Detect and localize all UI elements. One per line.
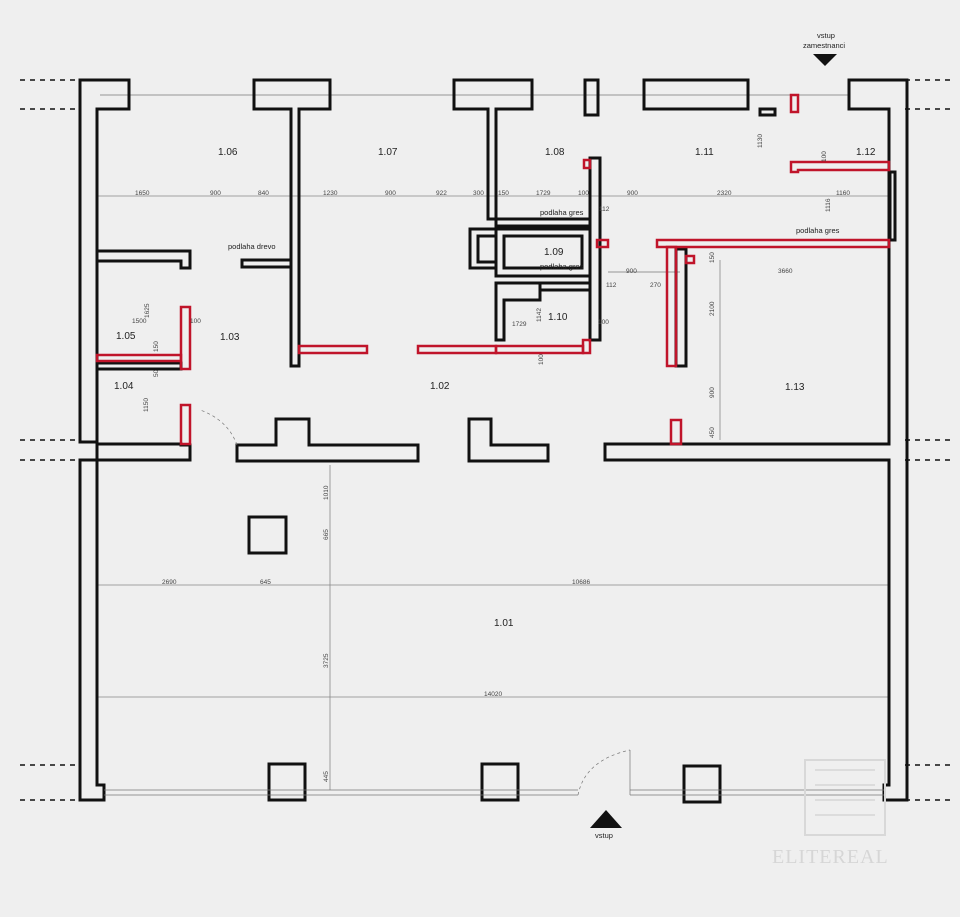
- dimension: 900: [626, 268, 637, 275]
- dimension: 100: [578, 190, 589, 197]
- dimension: 50: [153, 369, 160, 377]
- exterior-extension-lines: [20, 79, 955, 801]
- staff-entrance-arrow-icon: [813, 54, 837, 66]
- dimension: 100: [190, 318, 201, 325]
- room-numbers: 1.01 1.02 1.03 1.04 1.05 1.06 1.07 1.08 …: [114, 147, 876, 629]
- dimension: 900: [709, 387, 716, 398]
- room-1-04: 1.04: [114, 381, 134, 392]
- dimension: 3725: [323, 653, 330, 668]
- dimension: 100: [538, 354, 545, 365]
- dimension: 112: [606, 282, 617, 289]
- dimension: 1729: [536, 190, 551, 197]
- dimension: 1150: [143, 398, 150, 412]
- dimension: 2100: [709, 301, 716, 316]
- room-1-08: 1.08: [545, 147, 565, 158]
- dimension: 270: [650, 282, 661, 289]
- entrance-arrow-icon: [590, 810, 622, 828]
- room-1-02: 1.02: [430, 381, 450, 392]
- room-1-05: 1.05: [116, 331, 136, 342]
- dimension: 1130: [757, 134, 764, 148]
- dimension-lines: [97, 94, 890, 790]
- floor-tile-label-2: podlaha gres: [540, 262, 584, 271]
- dimension: 2320: [717, 190, 732, 197]
- room-1-01: 1.01: [494, 618, 514, 629]
- dimension: 645: [260, 579, 271, 586]
- dimension: 1650: [135, 190, 150, 197]
- watermark: ELITEREAL: [772, 759, 889, 868]
- dimension: 665: [323, 529, 330, 540]
- dimension: 1625: [144, 303, 151, 318]
- room-1-09: 1.09: [544, 247, 564, 258]
- dimension: 150: [498, 190, 509, 197]
- dimension-values: 1130 100 1160 1116 3660 150 2100 900 450…: [132, 134, 850, 782]
- dimension: 922: [436, 190, 447, 197]
- dimension: 900: [627, 190, 638, 197]
- dimension: 900: [210, 190, 221, 197]
- room-1-07: 1.07: [378, 147, 398, 158]
- dimension: 1230: [323, 190, 338, 197]
- staff-entrance-label-1: vstup: [817, 31, 835, 40]
- dimension: 1116: [825, 198, 832, 212]
- storefront-glazing: [104, 409, 884, 796]
- dimension: 1500: [132, 318, 147, 325]
- columns: [247, 515, 722, 804]
- dimension: 112: [599, 206, 610, 213]
- dimension: 450: [709, 427, 716, 438]
- dimension: 445: [323, 771, 330, 782]
- top-dimension-values: 1650 900 840 1230 900 922 300 150 1729 1…: [135, 190, 732, 197]
- floor-tile-label-1: podlaha gres: [540, 208, 584, 217]
- floor-wood-label: podlaha drevo: [228, 242, 276, 251]
- dimension: 1160: [836, 190, 850, 197]
- floor-tile-label-3: podlaha gres: [796, 226, 840, 235]
- dimension: 300: [473, 190, 484, 197]
- dimension: 2690: [162, 579, 177, 586]
- dimension: 14020: [484, 691, 502, 698]
- dimension: 1729: [512, 321, 527, 328]
- entrance-label: vstup: [595, 831, 613, 840]
- dimension: 10686: [572, 579, 590, 586]
- room-1-12: 1.12: [856, 147, 876, 158]
- dimension: 100: [821, 151, 828, 162]
- staff-entrance-label-2: zamestnanci: [803, 41, 845, 50]
- dimension: 1142: [536, 308, 543, 322]
- room-1-06: 1.06: [218, 147, 238, 158]
- dimension: 3660: [778, 268, 793, 275]
- dimension: 150: [153, 341, 160, 352]
- dimension: 150: [709, 252, 716, 263]
- room-1-13: 1.13: [785, 382, 805, 393]
- room-1-03: 1.03: [220, 332, 240, 343]
- dimension: 100: [598, 319, 609, 326]
- dimension: 840: [258, 190, 269, 197]
- room-1-11: 1.11: [695, 147, 714, 158]
- watermark-text: ELITEREAL: [772, 846, 889, 868]
- dimension: 900: [385, 190, 396, 197]
- floor-labels: podlaha drevo podlaha gres podlaha gres …: [228, 31, 845, 840]
- room-1-10: 1.10: [548, 312, 568, 323]
- new-walls: [95, 93, 891, 446]
- dimension: 1010: [323, 485, 330, 500]
